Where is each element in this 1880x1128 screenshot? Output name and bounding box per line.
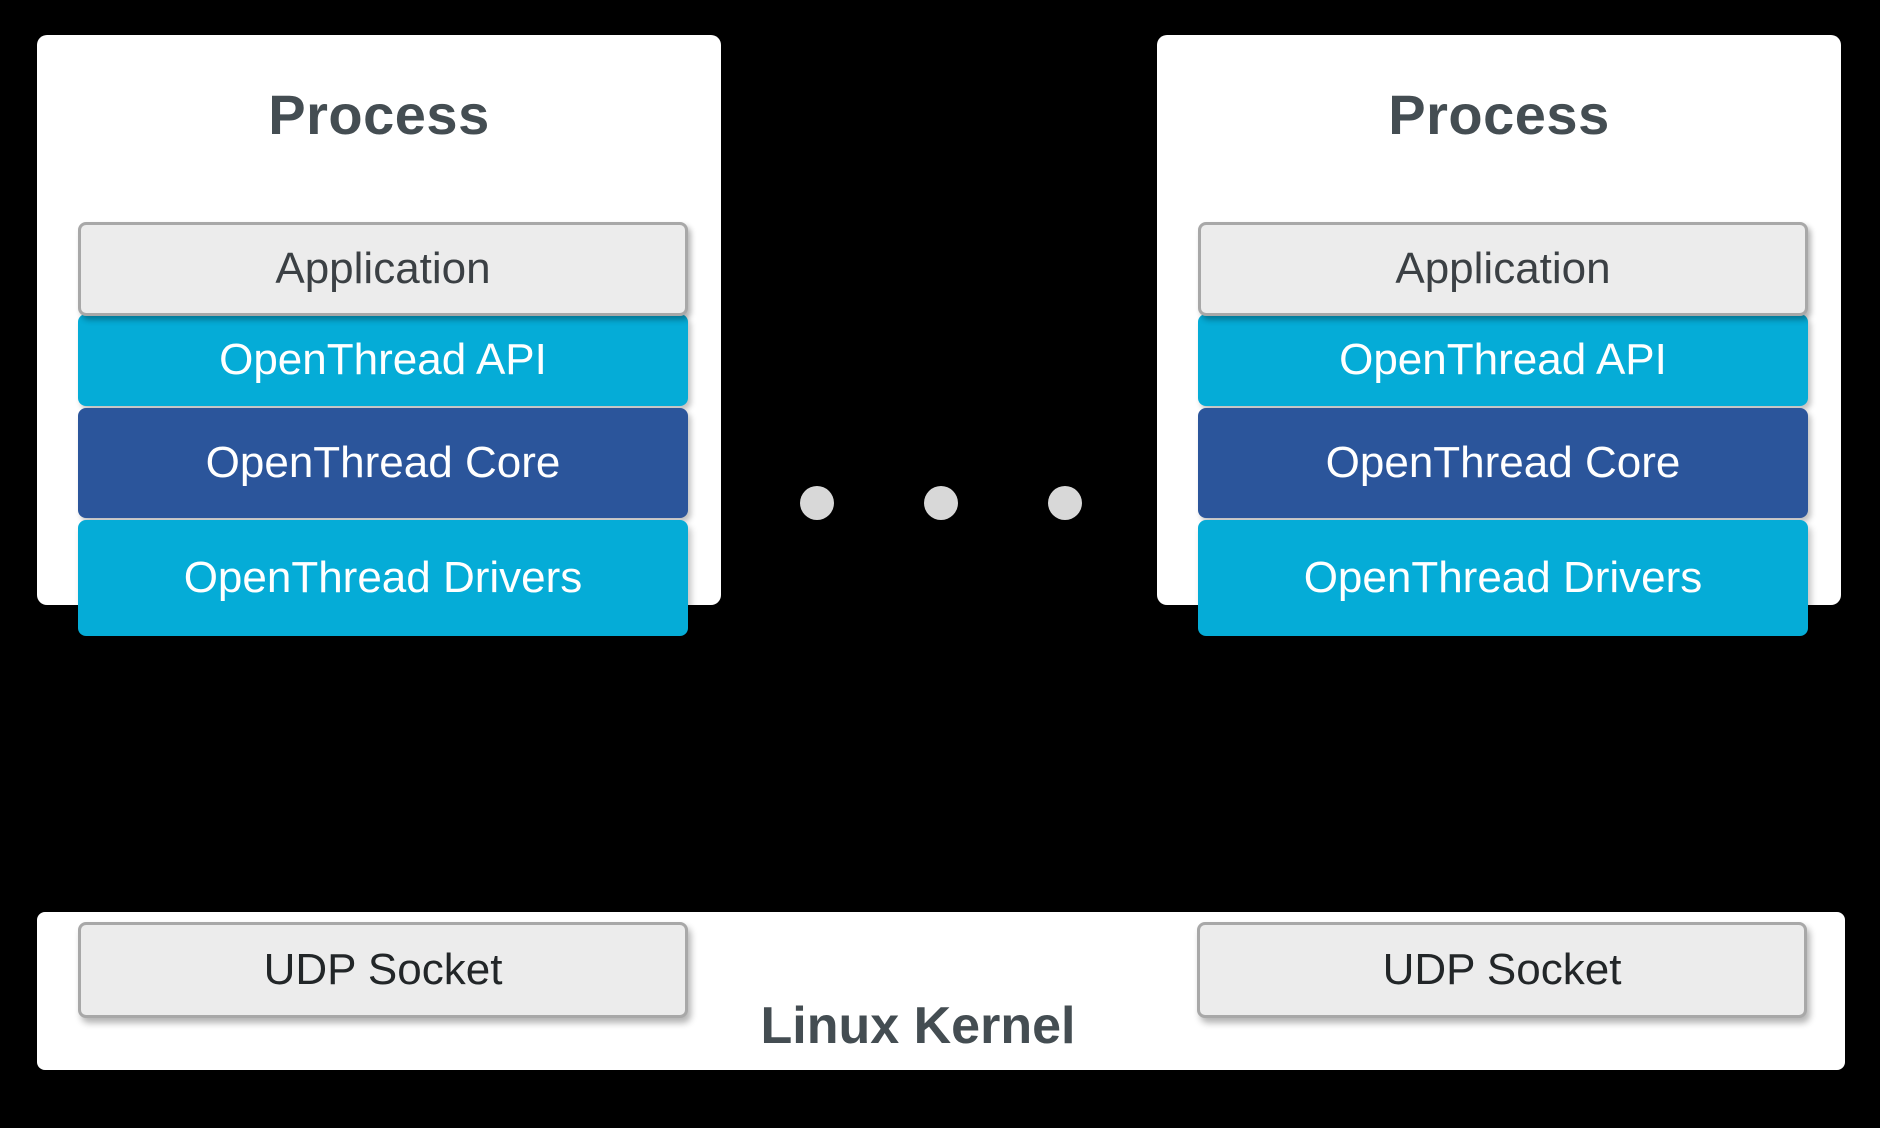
layer-stack-left: Application OpenThread API OpenThread Co… [78, 222, 688, 636]
layer-openthread-drivers-right[interactable]: OpenThread Drivers [1198, 520, 1808, 636]
layer-openthread-core-left[interactable]: OpenThread Core [78, 408, 688, 518]
more-processes-ellipsis [800, 486, 1082, 520]
process-title-right: Process [1388, 83, 1610, 146]
layer-application-left[interactable]: Application [78, 222, 688, 316]
layer-openthread-core-right[interactable]: OpenThread Core [1198, 408, 1808, 518]
up-arrow-icon-left [333, 638, 425, 760]
udp-socket-left[interactable]: UDP Socket [78, 922, 688, 1018]
up-arrow-icon-right [1453, 638, 1545, 760]
layer-stack-right: Application OpenThread API OpenThread Co… [1198, 222, 1808, 636]
layer-openthread-api-left[interactable]: OpenThread API [78, 314, 688, 406]
layer-openthread-drivers-left[interactable]: OpenThread Drivers [78, 520, 688, 636]
ellipsis-dot-icon [800, 486, 834, 520]
udp-socket-right[interactable]: UDP Socket [1197, 922, 1807, 1018]
layer-openthread-api-right[interactable]: OpenThread API [1198, 314, 1808, 406]
layer-application-right[interactable]: Application [1198, 222, 1808, 316]
process-card-right: Process Application OpenThread API OpenT… [1157, 35, 1841, 760]
process-card-left: Process Application OpenThread API OpenT… [37, 35, 721, 760]
ellipsis-dot-icon [924, 486, 958, 520]
process-title-left: Process [268, 83, 490, 146]
ellipsis-dot-icon [1048, 486, 1082, 520]
